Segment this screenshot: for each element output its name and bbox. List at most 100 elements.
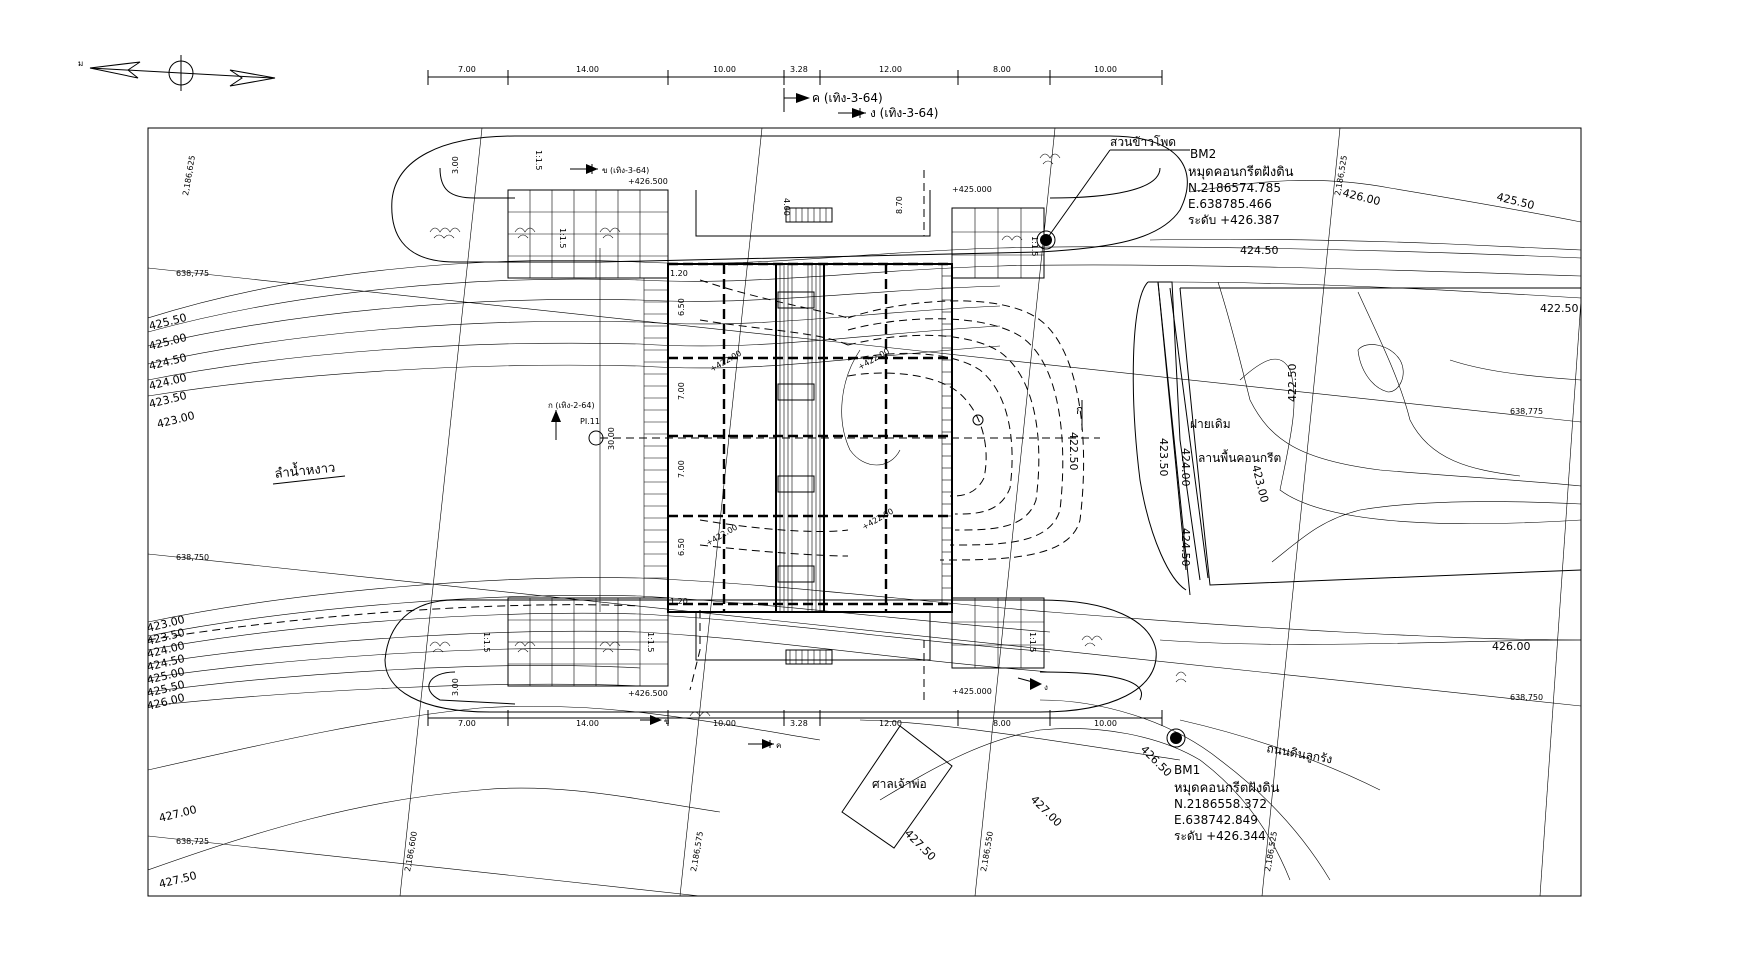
section-ko-left: ก (เทิง-2-64) bbox=[548, 401, 595, 410]
grid-coordinate-labels: 638,775 638,750 638,725 638,775 638,750 … bbox=[176, 155, 1543, 873]
dim-bottom-7: 10.00 bbox=[1094, 719, 1117, 728]
section-ngo-bottom: ง bbox=[1044, 683, 1048, 692]
dim-bottom-4: 3.28 bbox=[790, 719, 808, 728]
slope-label: 1:1.5 bbox=[534, 150, 543, 171]
dim-bottom-3: 10.00 bbox=[713, 719, 736, 728]
contours-lower-bank bbox=[148, 577, 1581, 881]
contours-upper-bank bbox=[148, 246, 1581, 397]
section-marks-top: ค (เทิง-3-64) ง (เทิง-3-64) bbox=[783, 88, 938, 120]
inner-dim: 6.50 bbox=[677, 298, 686, 316]
dim-bottom-5: 12.00 bbox=[879, 719, 902, 728]
bm2-n: N.2186574.785 bbox=[1188, 181, 1281, 195]
slope-label: 1:1.5 bbox=[558, 228, 567, 249]
level-label: +422.00 bbox=[861, 507, 896, 532]
section-kho-top: ค (เทิง-3-64) bbox=[812, 91, 883, 105]
bm1-level: ระดับ +426.344 bbox=[1174, 829, 1266, 843]
coordinate-grid bbox=[148, 128, 1581, 896]
inner-dim: 7.00 bbox=[677, 382, 686, 400]
contour-label: 424.50 bbox=[1179, 528, 1192, 567]
contour-label: 427.50 bbox=[902, 827, 938, 863]
grid-north-label: 2,186,575 bbox=[689, 831, 705, 873]
dim-bottom-2: 14.00 bbox=[576, 719, 599, 728]
concrete-floor-label: ลานพื้นคอนกรีต bbox=[1198, 449, 1281, 465]
grid-east-label: 638,750 bbox=[1510, 693, 1543, 702]
contour-label: 426.00 bbox=[1341, 186, 1382, 208]
contour-labels-left-bottom: 423.00 423.50 424.00 424.50 425.00 425.5… bbox=[148, 613, 199, 891]
section-marks-inner: ข (เทิง-3-64) ก (เทิง-2-64) PI.11 ก ข ค … bbox=[548, 164, 1083, 750]
dim-bottom-6: 8.00 bbox=[993, 719, 1011, 728]
grid-north-label: 2,186,625 bbox=[181, 155, 197, 197]
slope-labels: 1:1.5 1:1.5 1:1.5 1:1.5 1:1.5 1:1.5 bbox=[482, 150, 1039, 653]
dim-top-6: 8.00 bbox=[993, 65, 1011, 74]
level-label: +422.00 bbox=[705, 523, 740, 548]
bottom-dimension-line: 7.00 14.00 10.00 3.28 12.00 8.00 10.00 bbox=[427, 710, 1163, 728]
weir-structure bbox=[507, 170, 1100, 700]
section-kho-bottom: ข bbox=[664, 717, 669, 726]
contour-label: 425.00 bbox=[148, 331, 189, 353]
dim-top-3: 10.00 bbox=[713, 65, 736, 74]
contours-right bbox=[1149, 180, 1581, 563]
grid-east-label: 638,725 bbox=[176, 837, 209, 846]
level-label: +422.00 bbox=[709, 349, 744, 374]
dim-top-7: 10.00 bbox=[1094, 65, 1117, 74]
contour-labels-left: 425.50 425.00 424.50 424.00 423.50 423.0… bbox=[148, 311, 197, 431]
inner-dim: 1.20 bbox=[670, 597, 688, 606]
level-label: +426.500 bbox=[628, 689, 668, 698]
upper-embankment bbox=[391, 135, 1188, 263]
contour-label: 427.50 bbox=[158, 869, 199, 891]
inner-dim: 3.00 bbox=[451, 156, 460, 174]
inner-dim: 3.00 bbox=[451, 678, 460, 696]
contour-label: 426.50 bbox=[1138, 743, 1174, 779]
inner-dim: 1.20 bbox=[670, 269, 688, 278]
bm2-e: E.638785.466 bbox=[1188, 197, 1272, 211]
top-dimension-line: 7.00 14.00 10.00 3.28 12.00 8.00 10.00 bbox=[427, 65, 1163, 85]
contour-label: 425.50 bbox=[1495, 190, 1536, 212]
dim-top-2: 14.00 bbox=[576, 65, 599, 74]
grid-north-label: 2,186,550 bbox=[979, 831, 995, 873]
grid-east-label: 638,775 bbox=[1510, 407, 1543, 416]
bm2-label: BM2 bbox=[1190, 147, 1216, 161]
contour-label: 424.00 bbox=[1179, 448, 1192, 487]
shrine: ศาลเจ้าพ่อ bbox=[841, 725, 953, 849]
inner-dim: 7.00 bbox=[677, 460, 686, 478]
level-label: +426.500 bbox=[628, 177, 668, 186]
bm1-type: หมุดคอนกรีตฝังดิน bbox=[1174, 780, 1280, 796]
basin-contours bbox=[148, 279, 1085, 641]
section-ngo-top: ง (เทิง-3-64) bbox=[870, 106, 938, 120]
contour-label: 425.50 bbox=[148, 311, 189, 333]
inner-dim: 8.70 bbox=[895, 196, 904, 214]
laterite-road bbox=[859, 719, 1381, 791]
bm1-n: N.2186558.372 bbox=[1174, 797, 1267, 811]
grass-symbols bbox=[429, 153, 1187, 717]
grid-east-label: 638,750 bbox=[176, 553, 209, 562]
inner-dimension-labels: 3.00 8.70 6.50 7.00 7.00 6.50 1.20 1.20 … bbox=[451, 156, 904, 696]
contour-label: 422.50 bbox=[1540, 302, 1579, 315]
contour-label: 422.50 bbox=[1067, 432, 1080, 471]
contour-label: 426.00 bbox=[1492, 640, 1531, 653]
dim-top-5: 12.00 bbox=[879, 65, 902, 74]
old-weir-label: ฝายเดิม bbox=[1190, 417, 1231, 431]
contour-label: 427.00 bbox=[158, 803, 199, 825]
bm1-label: BM1 bbox=[1174, 763, 1200, 777]
pile-label: PI.11 bbox=[580, 417, 600, 426]
contour-label: 424.50 bbox=[148, 351, 189, 373]
benchmark-bm2: สวนข้าวโพด BM2 หมุดคอนกรีตฝังดิน N.21865… bbox=[1036, 135, 1294, 250]
north-arrow-icon: ม bbox=[78, 55, 276, 91]
level-label: +425.000 bbox=[952, 185, 992, 194]
level-label: +425.000 bbox=[952, 687, 992, 696]
grid-east-label: 638,775 bbox=[176, 269, 209, 278]
shrine-label: ศาลเจ้าพ่อ bbox=[872, 777, 927, 791]
contour-label: 423.00 bbox=[156, 409, 197, 431]
drawing-frame bbox=[147, 127, 1582, 897]
dim-bottom-1: 7.00 bbox=[458, 719, 476, 728]
north-arrow-letter: ม bbox=[78, 59, 83, 68]
contour-label: 423.50 bbox=[1157, 438, 1170, 477]
contour-label: 423.00 bbox=[1249, 464, 1271, 505]
inner-dim: 6.50 bbox=[677, 538, 686, 556]
lower-embankment bbox=[384, 599, 1157, 713]
grid-north-label: 2,186,600 bbox=[403, 831, 419, 873]
section-kho2-bottom: ค bbox=[776, 741, 781, 750]
bm1-e: E.638742.849 bbox=[1174, 813, 1258, 827]
bm2-level: ระดับ +426.387 bbox=[1188, 213, 1280, 227]
